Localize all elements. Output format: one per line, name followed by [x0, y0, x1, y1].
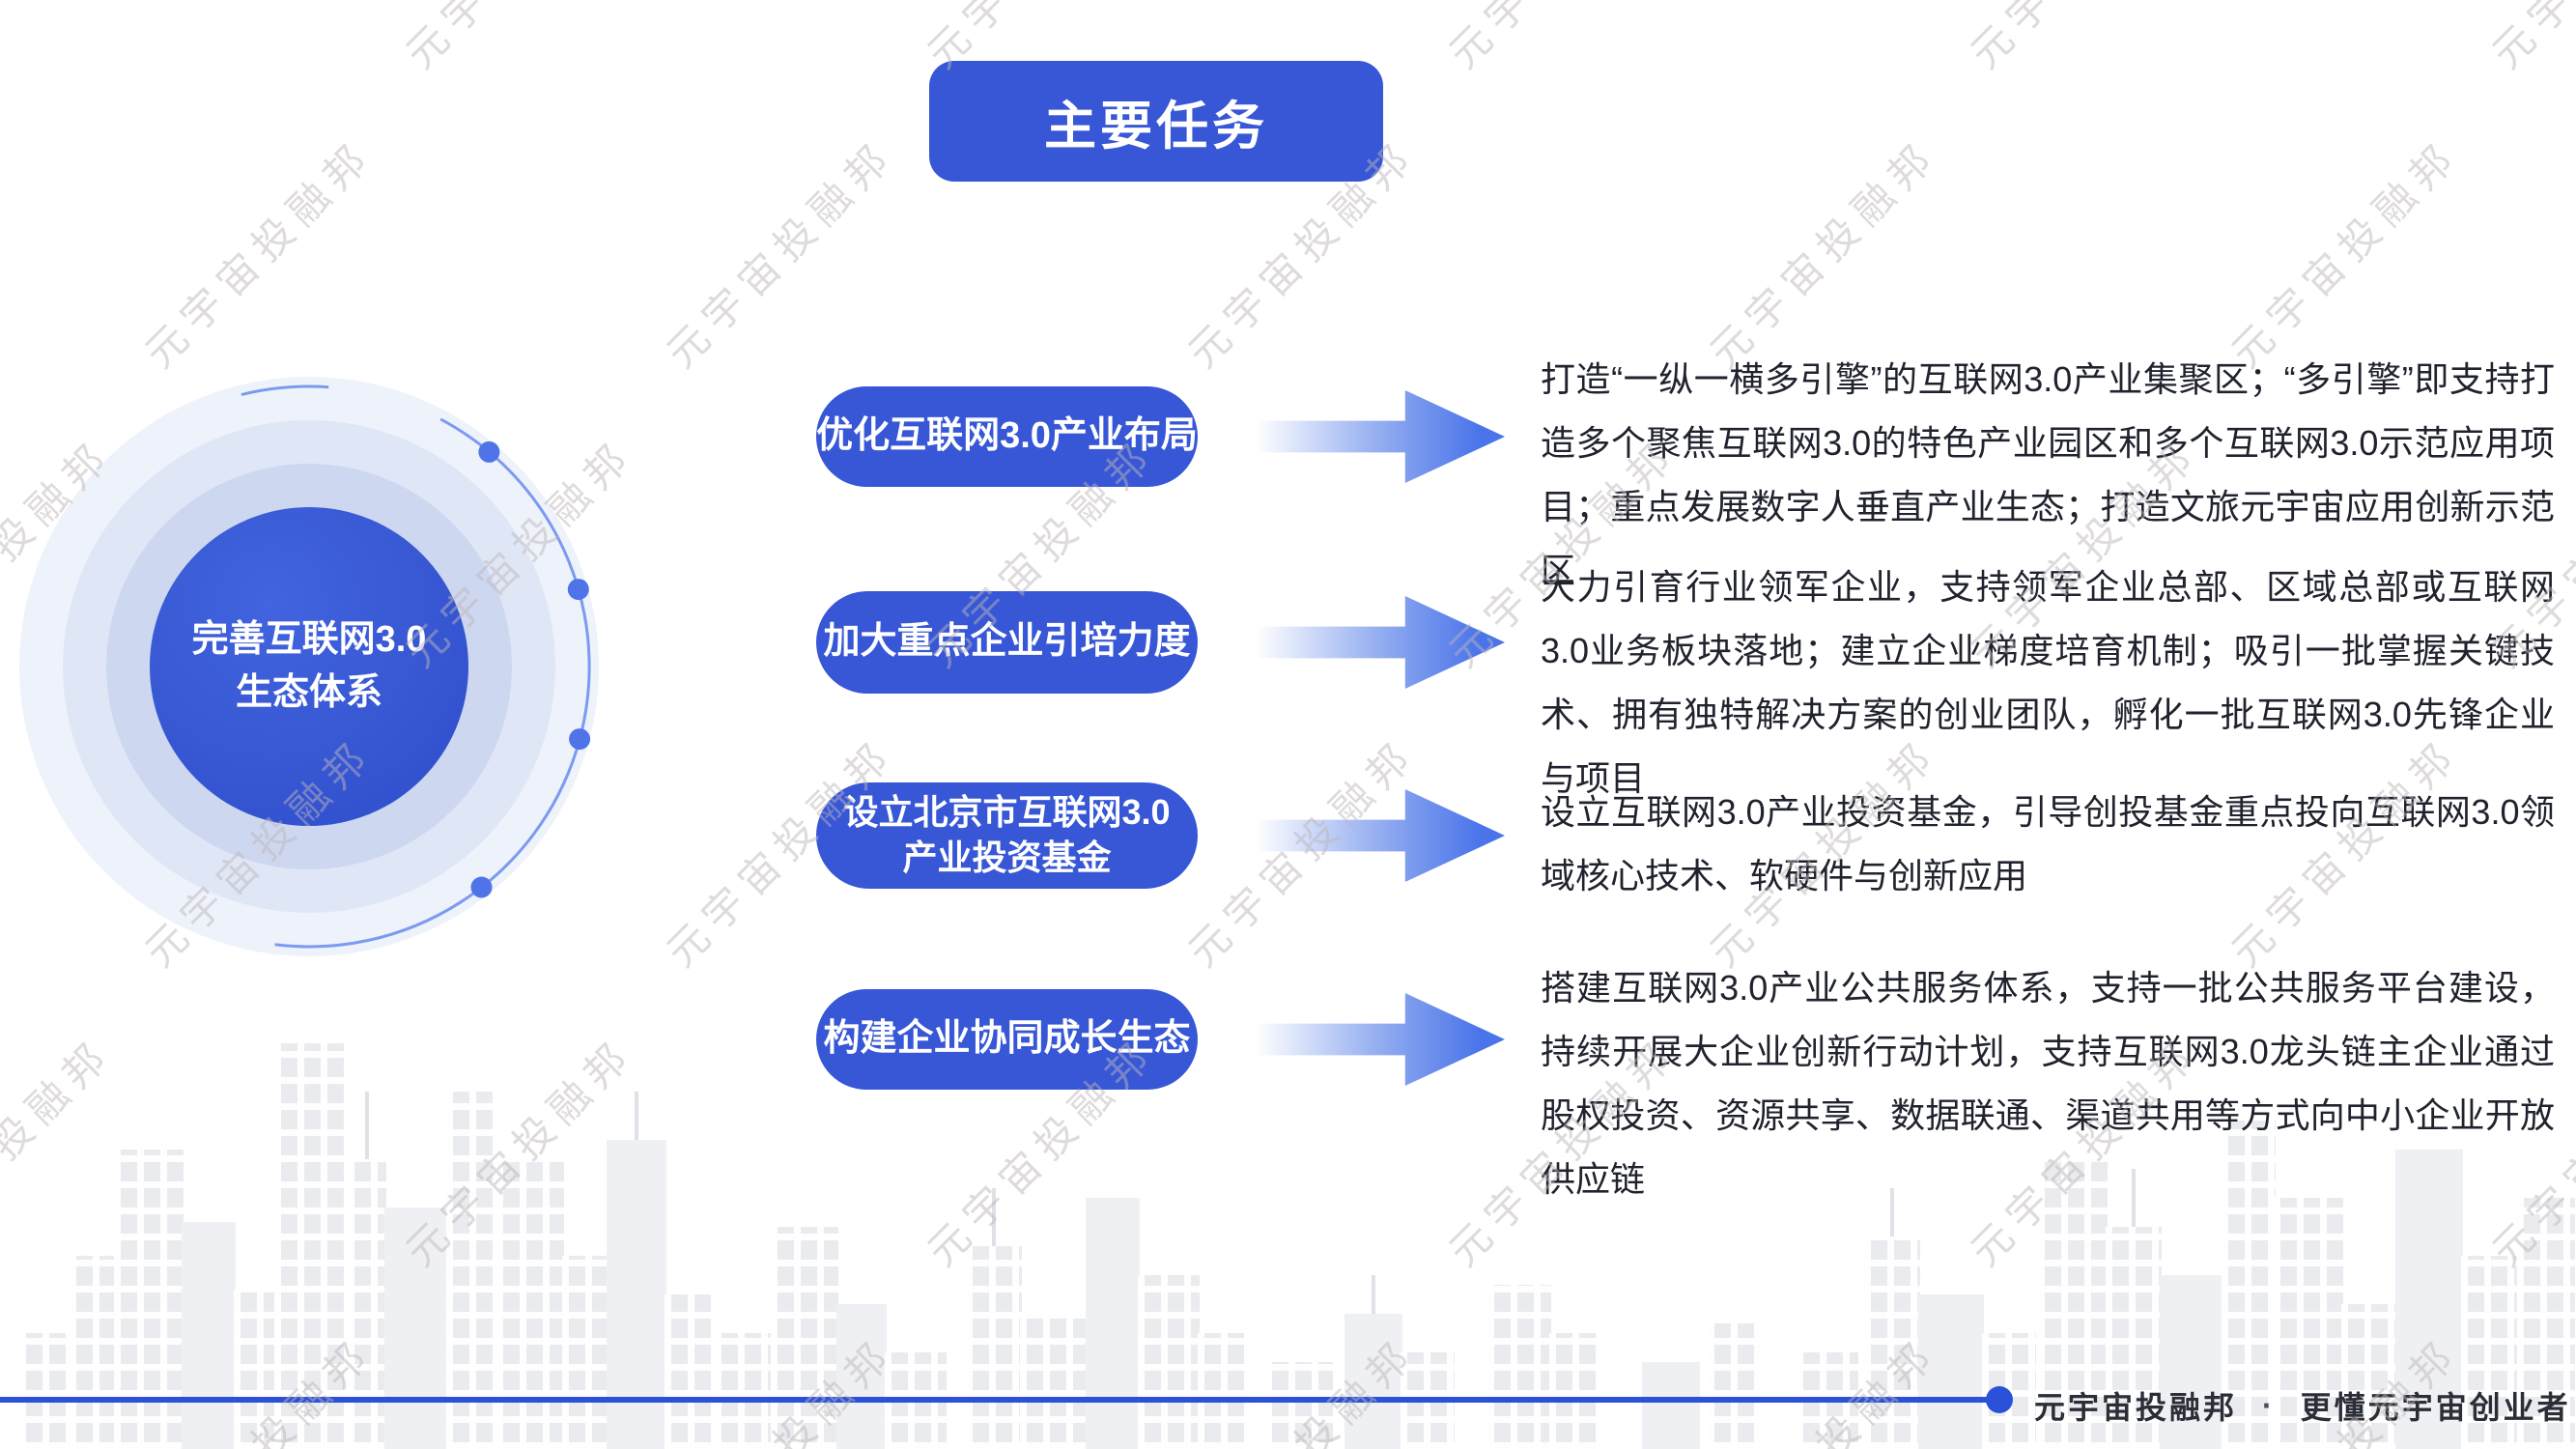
task-pill-4: 构建企业协同成长生态 — [816, 989, 1198, 1090]
antenna-graphic — [992, 1188, 996, 1246]
building-silhouette — [182, 1222, 236, 1449]
building-silhouette — [70, 1256, 116, 1449]
antenna-graphic — [1890, 1188, 1894, 1236]
building-silhouette — [19, 1333, 72, 1449]
footer-separator: · — [2262, 1387, 2276, 1423]
building-silhouette — [2274, 1198, 2343, 1449]
building-silhouette — [1487, 1285, 1551, 1449]
footer-divider-line — [0, 1397, 1992, 1403]
orbit-dot — [567, 579, 589, 601]
building-silhouette — [1708, 1323, 1760, 1449]
antenna-graphic — [365, 1092, 369, 1159]
building-silhouette — [2038, 1159, 2108, 1449]
antenna-graphic — [2132, 1169, 2136, 1227]
building-silhouette — [1020, 1314, 1088, 1449]
building-silhouette — [114, 1150, 184, 1449]
orbit-dot — [470, 876, 493, 898]
building-silhouette — [836, 1304, 887, 1449]
central-theme-circle: 完善互联网3.0 生态体系 — [150, 507, 468, 826]
task-pill-3-label: 设立北京市互联网3.0 — [843, 792, 1171, 833]
building-silhouette — [1198, 1333, 1250, 1449]
central-theme-line2: 生态体系 — [235, 672, 382, 713]
building-silhouette — [2222, 1121, 2276, 1449]
antenna-graphic — [635, 1092, 638, 1140]
building-silhouette — [665, 1294, 717, 1449]
building-silhouette — [1086, 1198, 1140, 1449]
building-silhouette — [1864, 1188, 1920, 1449]
footer-brand: 元宇宙投融邦 — [2034, 1390, 2238, 1425]
building-silhouette — [496, 1159, 564, 1449]
building-silhouette — [1138, 1275, 1200, 1449]
task-pill-3: 设立北京市互联网3.0 产业投资基金 — [816, 782, 1198, 889]
task-description-2: 大力引育行业领军企业，支持领军企业总部、区域总部或互联网3.0业务板块落地；建立… — [1541, 567, 2555, 798]
building-silhouette — [771, 1227, 838, 1449]
orbit-arc-graphic — [241, 384, 591, 949]
antenna-graphic — [1372, 1275, 1375, 1314]
task-description-1: 打造“一纵一横多引擎”的互联网3.0产业集聚区；“多引擎”即支持打造多个聚焦互联… — [1541, 359, 2555, 590]
building-silhouette — [607, 1092, 666, 1449]
task-pill-2-label: 加大重点企业引培力度 — [823, 621, 1191, 663]
building-silhouette — [2106, 1169, 2162, 1449]
building-silhouette — [1549, 1333, 1599, 1449]
building-silhouette — [966, 1188, 1022, 1449]
building-silhouette — [348, 1092, 386, 1449]
building-silhouette — [715, 1333, 773, 1449]
building-silhouette — [234, 1290, 276, 1449]
building-silhouette — [2517, 1198, 2575, 1449]
task-description-4: 搭建互联网3.0产业公共服务体系，支持一批公共服务平台建设，持续开展大企业创新行… — [1541, 968, 2555, 1199]
building-silhouette — [2395, 1150, 2463, 1449]
building-silhouette — [274, 1043, 350, 1449]
page-title-banner: 主要任务 — [929, 61, 1383, 182]
building-silhouette — [384, 1208, 448, 1449]
footer-tagline: 更懂元宇宙创业者 — [2300, 1390, 2571, 1425]
building-silhouette — [1642, 1362, 1700, 1449]
building-silhouette — [1265, 1362, 1333, 1449]
task-pill-4-label: 构建企业协同成长生态 — [823, 1018, 1191, 1060]
orbit-dot — [569, 728, 591, 751]
orbit-dot — [478, 440, 500, 463]
task-pill-1: 优化互联网3.0产业布局 — [816, 386, 1198, 487]
building-silhouette — [2160, 1275, 2223, 1449]
building-silhouette — [2341, 1304, 2397, 1449]
page-title: 主要任务 — [1044, 98, 1268, 156]
task-pill-2: 加大重点企业引培力度 — [816, 591, 1198, 694]
central-theme-line1: 完善互联网3.0 — [191, 618, 427, 660]
building-silhouette — [2461, 1256, 2519, 1449]
task-pill-1-label: 优化互联网3.0产业布局 — [816, 415, 1198, 457]
building-silhouette — [1345, 1275, 1402, 1449]
building-silhouette — [1918, 1294, 1984, 1449]
task-pill-3-label2: 产业投资基金 — [902, 838, 1112, 877]
building-silhouette — [562, 1256, 609, 1449]
task-description-3: 设立互联网3.0产业投资基金，引导创投基金重点投向互联网3.0领域核心技术、软硬… — [1541, 792, 2555, 895]
building-silhouette — [446, 1092, 498, 1449]
footer-branding: 元宇宙投融邦 · 更懂元宇宙创业者 — [2034, 1383, 2571, 1428]
footer-dot-icon — [1986, 1386, 2013, 1413]
